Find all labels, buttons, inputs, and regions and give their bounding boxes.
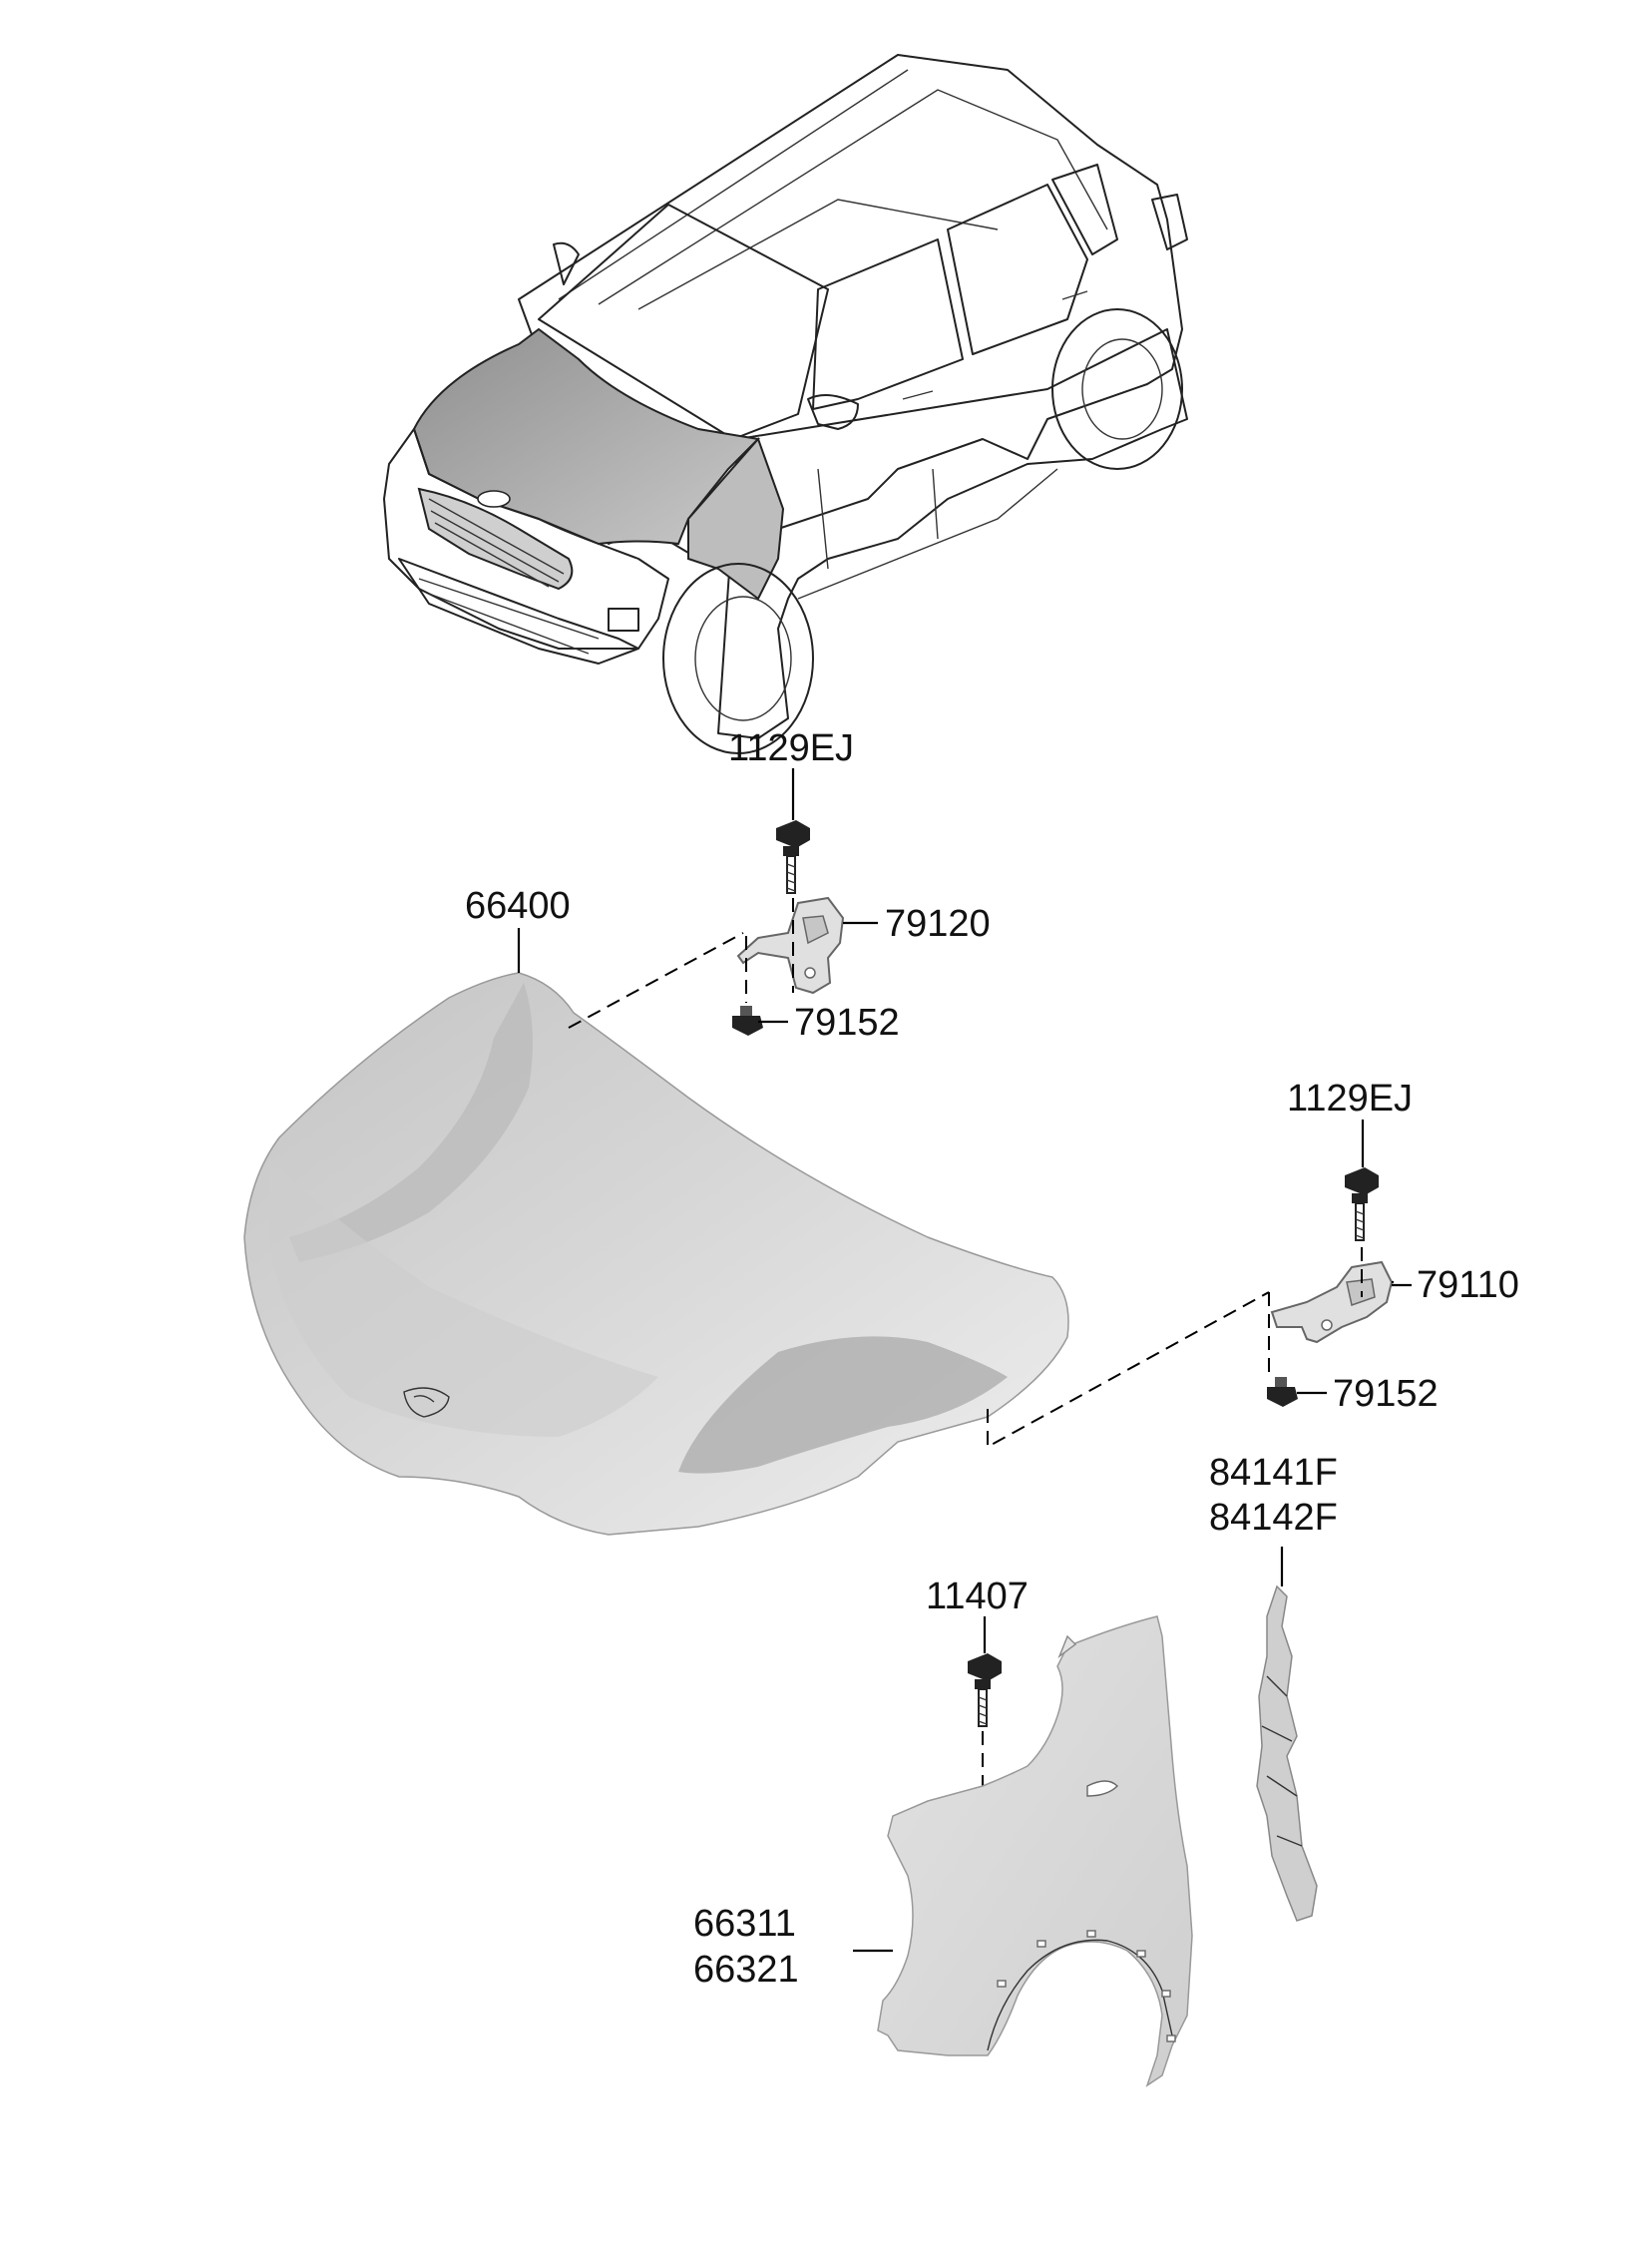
bolt-icon [776, 820, 810, 894]
front-fender [877, 1615, 1193, 2087]
hinge-assembly-left [568, 820, 845, 1036]
label-84142f: 84142F [1209, 1497, 1338, 1539]
label-84141f: 84141F [1209, 1452, 1338, 1494]
hood-panel [243, 972, 1069, 1536]
label-79152-right: 79152 [1333, 1373, 1439, 1415]
label-1129ej-right: 1129EJ [1287, 1078, 1413, 1120]
fender-liner [1256, 1584, 1318, 1922]
label-79110: 79110 [1417, 1264, 1519, 1306]
hood-hinge-left [736, 896, 845, 995]
label-66321: 66321 [693, 1949, 799, 1991]
label-66400: 66400 [465, 885, 571, 927]
part-number-labels: 1129EJ 66400 79120 79152 1129EJ 79110 79… [465, 727, 1519, 1991]
label-11407: 11407 [926, 1576, 1029, 1617]
bolt-icon [968, 1653, 1002, 1727]
hinge-assembly-right [987, 1167, 1394, 1449]
label-79152-left: 79152 [794, 1002, 900, 1044]
leader-lines [517, 768, 1412, 1953]
nut-icon [732, 1006, 763, 1036]
label-79120: 79120 [885, 903, 991, 945]
hood-hinge-right [1270, 1260, 1394, 1344]
bolt-icon [1345, 1167, 1379, 1241]
nut-icon [1267, 1377, 1298, 1407]
label-1129ej-top: 1129EJ [728, 727, 854, 769]
vehicle-overview-illustration [383, 54, 1188, 754]
label-66311: 66311 [693, 1903, 796, 1945]
